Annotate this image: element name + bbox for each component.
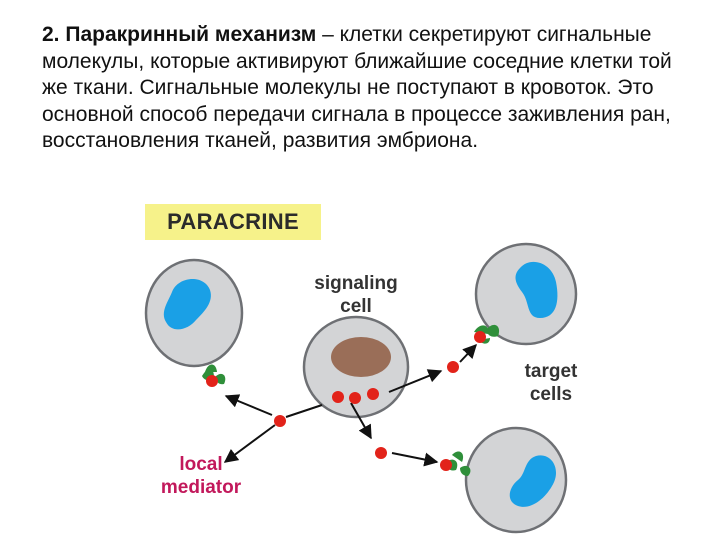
- signaling-cell: [302, 315, 410, 419]
- target-cell-top-right: [474, 242, 578, 346]
- signaling-nucleus: [331, 337, 391, 377]
- mediator-dot: [440, 459, 452, 471]
- mediator-dot: [349, 392, 361, 404]
- target-cells-label: target cells: [524, 361, 578, 405]
- local-mediator-label: local mediator: [160, 454, 242, 498]
- signaling-cell-label: signaling cell: [314, 273, 398, 317]
- mediator-dot: [367, 388, 379, 400]
- mediator-dot: [206, 375, 218, 387]
- target-nucleus-left: [163, 278, 211, 330]
- arrow-to-left-cell: [224, 394, 273, 416]
- diffusion-arrows: [223, 343, 477, 467]
- target-cell-bottom-right: [464, 426, 568, 534]
- mediator-dot: [447, 361, 459, 373]
- arrow-to-top-cell: [459, 343, 477, 363]
- target-cell-left: [144, 258, 244, 368]
- arrow-to-mediator: [285, 404, 323, 418]
- mediator-dot: [274, 415, 286, 427]
- slide-heading: 2. Паракринный механизм: [42, 23, 317, 46]
- target-nucleus-top-right: [515, 261, 558, 318]
- slide-body: – клетки секретируют сигнальные молекулы…: [42, 23, 672, 152]
- paracrine-title-badge: PARACRINE: [145, 204, 321, 240]
- mediator-dot: [474, 331, 486, 343]
- arrow-to-local-mediator: [223, 424, 276, 463]
- mediator-molecules: [206, 331, 486, 471]
- slide-text: 2. Паракринный механизм – клетки секрети…: [42, 22, 692, 155]
- arrow-down-from-cell: [350, 402, 372, 440]
- target-nucleus-bottom-right: [509, 455, 557, 507]
- mediator-dot: [332, 391, 344, 403]
- arrow-to-top-dot: [388, 369, 443, 393]
- arrow-to-bottom-cell: [391, 452, 439, 467]
- mediator-dot: [375, 447, 387, 459]
